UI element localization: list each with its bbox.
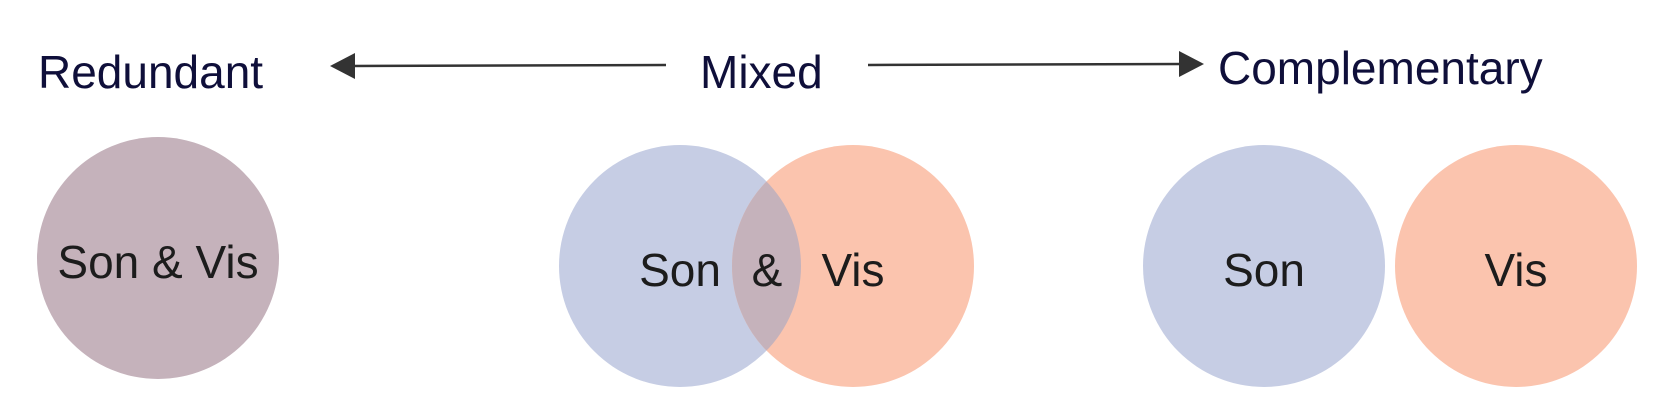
- arrow-to-redundant: [330, 53, 667, 79]
- sound-circle-mixed: [559, 145, 801, 387]
- vision-circle-mixed: [732, 145, 974, 387]
- arrow-left-shaft: [349, 63, 667, 68]
- arrow-left-head: [330, 53, 355, 79]
- complementary-right-label: Vis: [1484, 244, 1547, 296]
- vision-circle-complementary: [1395, 145, 1637, 387]
- arrow-right-shaft: [867, 62, 1186, 67]
- complementary-heading: Complementary: [1218, 42, 1543, 94]
- redundant-label: Son & Vis: [57, 236, 258, 288]
- mixed-heading: Mixed: [700, 46, 823, 98]
- arrow-to-complementary: [867, 51, 1204, 77]
- complementary-left-label: Son: [1223, 244, 1305, 296]
- mixed-left-label: Son: [639, 244, 721, 296]
- redundant-heading: Redundant: [38, 46, 263, 98]
- mixed-right-label: Vis: [821, 244, 884, 296]
- arrow-right-head: [1179, 51, 1204, 77]
- combined-circle: [37, 137, 279, 379]
- sound-circle-complementary: [1143, 145, 1385, 387]
- mixed-amp-label: &: [752, 244, 783, 296]
